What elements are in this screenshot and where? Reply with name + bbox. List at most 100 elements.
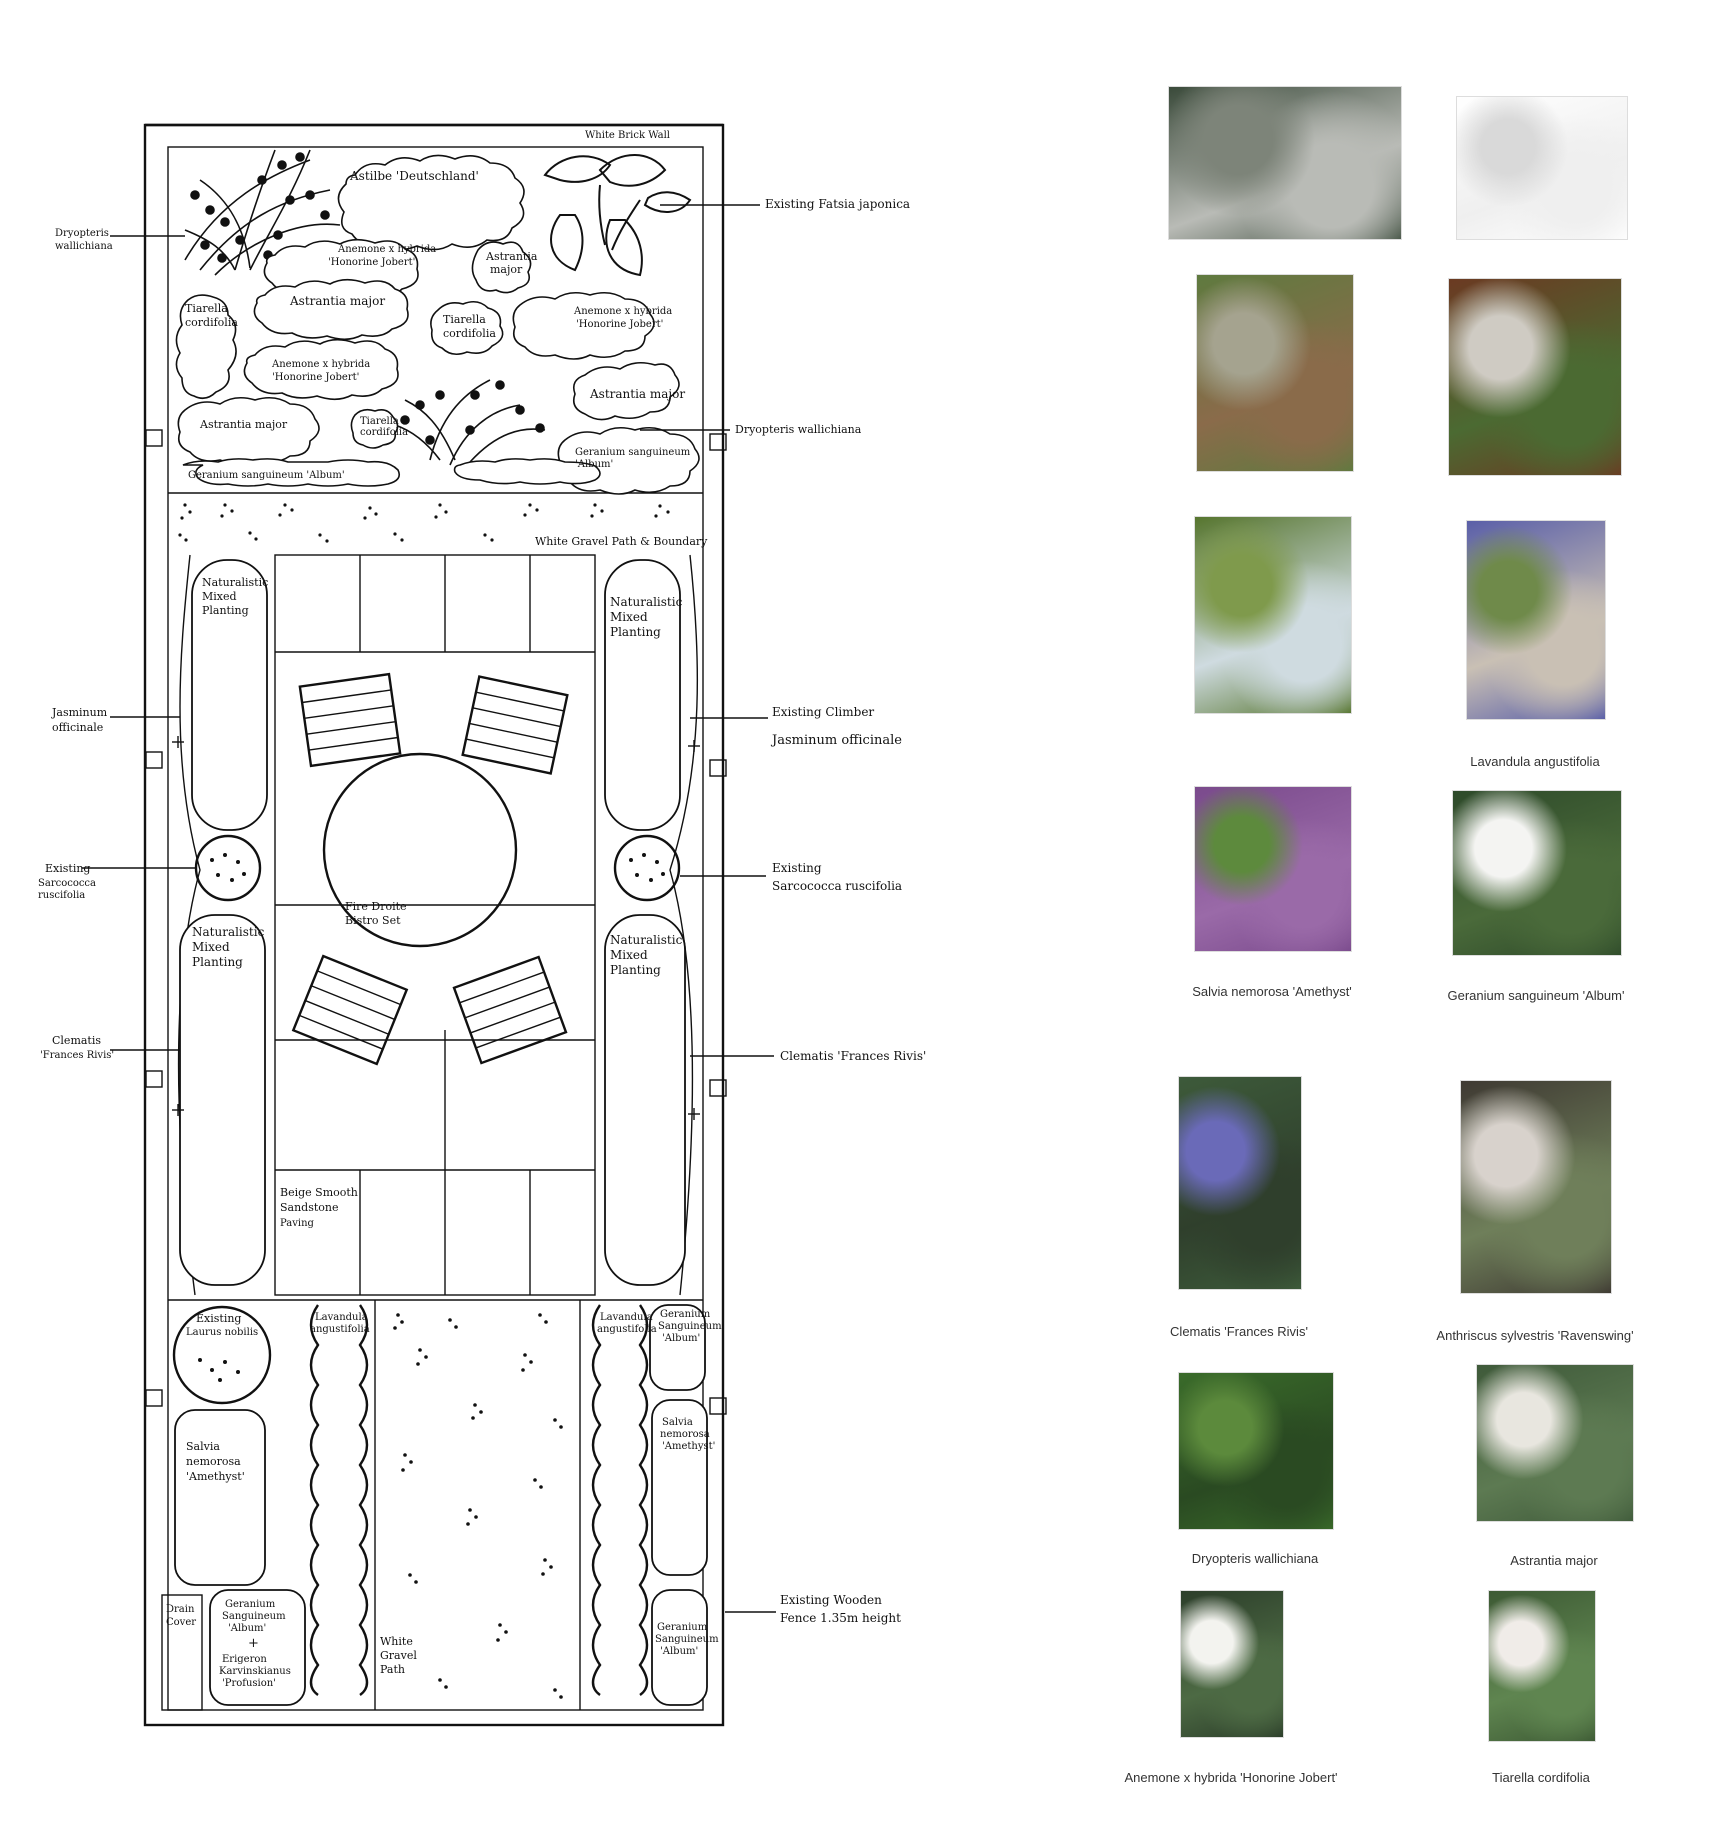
label-salvia-left-3: 'Amethyst' bbox=[186, 1470, 245, 1483]
label-geranium-4a: Geranium bbox=[225, 1599, 276, 1610]
label-naturalistic-4c: Planting bbox=[610, 963, 661, 977]
label-astrantia-1b: major bbox=[490, 263, 523, 276]
label-astrantia-3: Astrantia major bbox=[589, 387, 685, 401]
label-geranium-4b: Sanguineum bbox=[222, 1611, 286, 1622]
label-sarcococca-left-1: Existing bbox=[45, 862, 90, 875]
photo-clematis bbox=[1178, 1076, 1302, 1290]
top-planting-clouds bbox=[175, 154, 700, 495]
label-salvia-left-1: Salvia bbox=[186, 1440, 220, 1453]
label-naturalistic-2b: Mixed bbox=[610, 610, 648, 624]
label-white-gravel-path-1: White bbox=[380, 1635, 413, 1648]
caption-anemone: Anemone x hybrida 'Honorine Jobert' bbox=[1124, 1770, 1338, 1785]
label-white-gravel-path-2: Gravel bbox=[380, 1649, 417, 1662]
label-jasminum-left-2: officinale bbox=[52, 721, 103, 734]
label-naturalistic-1c: Planting bbox=[202, 604, 249, 617]
label-sarcococca-left-3: ruscifolia bbox=[38, 890, 85, 901]
label-geranium-1a: Geranium sanguineum bbox=[575, 447, 691, 458]
label-dryopteris-right: Dryopteris wallichiana bbox=[735, 423, 862, 436]
photo-lavandula bbox=[1466, 520, 1606, 720]
garden-plan-drawing: White Brick Wall Astilbe 'Deutschland' E… bbox=[38, 123, 926, 1727]
label-existing-climber-2: Jasminum officinale bbox=[770, 733, 902, 748]
label-tiarella-2b: cordifolia bbox=[443, 327, 496, 340]
label-existing-fence-1: Existing Wooden bbox=[780, 1593, 882, 1607]
label-geranium-5c: 'Album' bbox=[660, 1646, 698, 1657]
label-geranium-3a: Geranium bbox=[660, 1309, 711, 1320]
label-tiarella-1b: cordifolia bbox=[185, 316, 238, 329]
naturalistic-beds bbox=[179, 559, 686, 1286]
label-tiarella-2a: Tiarella bbox=[443, 313, 486, 326]
label-sarcococca-right-2: Sarcococca ruscifolia bbox=[772, 879, 902, 893]
photo-anemone bbox=[1180, 1590, 1284, 1738]
label-clematis-left-1: Clematis bbox=[52, 1034, 101, 1047]
photo-salvia bbox=[1194, 786, 1352, 952]
label-geranium-3b: Sanguineum bbox=[658, 1321, 722, 1332]
label-laurus-2: Laurus nobilis bbox=[186, 1327, 258, 1338]
label-astrantia-1a: Astrantia bbox=[485, 250, 538, 263]
label-existing-climber-1: Existing Climber bbox=[772, 705, 874, 719]
plan-labels: White Brick Wall Astilbe 'Deutschland' E… bbox=[38, 130, 926, 1689]
label-paving-2: Sandstone bbox=[280, 1201, 339, 1214]
label-astrantia-2: Astrantia major bbox=[289, 294, 385, 308]
garden-boundary bbox=[143, 123, 727, 1727]
caption-dryopteris: Dryopteris wallichiana bbox=[1191, 1551, 1319, 1566]
label-naturalistic-2a: Naturalistic bbox=[610, 595, 683, 609]
label-tiarella-3b: cordifolia bbox=[360, 427, 408, 438]
photo-tiarella bbox=[1488, 1590, 1596, 1742]
photo-gravel-seating bbox=[1448, 278, 1622, 476]
label-bistro-2: Bistro Set bbox=[345, 914, 401, 927]
sandstone-paving-grid bbox=[274, 554, 596, 1296]
label-naturalistic-1b: Mixed bbox=[202, 590, 237, 603]
label-salvia-right-1: Salvia bbox=[662, 1417, 693, 1428]
label-tiarella-1a: Tiarella bbox=[185, 302, 228, 315]
label-naturalistic-2c: Planting bbox=[610, 625, 661, 639]
photo-astrantia bbox=[1476, 1364, 1634, 1522]
photo-patio bbox=[1168, 86, 1402, 240]
label-naturalistic-1a: Naturalistic bbox=[202, 576, 268, 589]
label-erigeron-3: 'Profusion' bbox=[222, 1678, 276, 1689]
label-erigeron-1: Erigeron bbox=[222, 1654, 267, 1665]
climber-plus-marks bbox=[172, 736, 700, 1120]
label-clematis-right: Clematis 'Frances Rivis' bbox=[780, 1049, 926, 1063]
label-paving-3: Paving bbox=[280, 1218, 315, 1229]
label-astilbe: Astilbe 'Deutschland' bbox=[349, 169, 479, 183]
label-sarcococca-right-1: Existing bbox=[772, 861, 822, 875]
caption-lavandula: Lavandula angustifolia bbox=[1470, 754, 1600, 769]
photo-gravel bbox=[1456, 96, 1628, 240]
label-salvia-right-2: nemorosa bbox=[660, 1429, 710, 1440]
label-white-gravel-path-3: Path bbox=[380, 1663, 405, 1676]
photo-dryopteris bbox=[1178, 1372, 1334, 1530]
fatsia-japonica-shrub bbox=[543, 154, 692, 277]
label-geranium-5a: Geranium bbox=[657, 1622, 708, 1633]
label-drain-cover-2: Cover bbox=[166, 1617, 196, 1628]
photo-anthriscus bbox=[1460, 1080, 1612, 1294]
label-gravel-path-boundary: White Gravel Path & Boundary bbox=[535, 535, 708, 548]
label-existing-fence-2: Fence 1.35m height bbox=[780, 1611, 901, 1625]
label-anemone-1a: Anemone x hybrida bbox=[337, 244, 436, 255]
label-lavandula-right-2: angustifolia bbox=[597, 1324, 657, 1335]
caption-tiarella: Tiarella cordifolia bbox=[1492, 1770, 1590, 1785]
photo-deckchair bbox=[1194, 516, 1352, 714]
label-geranium-3c: 'Album' bbox=[662, 1333, 700, 1344]
label-clematis-left-2: 'Frances Rivis' bbox=[40, 1050, 114, 1061]
label-naturalistic-3a: Naturalistic bbox=[192, 925, 265, 939]
callout-leader-lines bbox=[82, 204, 776, 1613]
label-erigeron-2: Karvinskianus bbox=[219, 1666, 291, 1677]
label-naturalistic-4a: Naturalistic bbox=[610, 933, 683, 947]
label-drain-cover-1: Drain bbox=[166, 1604, 195, 1615]
label-laurus-1: Existing bbox=[196, 1312, 241, 1325]
label-white-brick-wall: White Brick Wall bbox=[585, 130, 670, 141]
label-lavandula-left-1: Lavandula bbox=[315, 1312, 368, 1323]
label-astrantia-4: Astrantia major bbox=[199, 418, 288, 431]
label-geranium-1b: 'Album' bbox=[575, 459, 613, 470]
bistro-set bbox=[291, 672, 569, 1066]
label-bistro-1: Fire Droite bbox=[345, 900, 407, 913]
label-sarcococca-left-2: Sarcococca bbox=[38, 878, 96, 889]
label-salvia-left-2: nemorosa bbox=[186, 1455, 241, 1468]
caption-astrantia: Astrantia major bbox=[1510, 1553, 1598, 1568]
label-anemone-3b: 'Honorine Jobert' bbox=[272, 372, 359, 383]
photo-geranium bbox=[1452, 790, 1622, 956]
sarcococca-shrubs bbox=[194, 834, 681, 902]
caption-geranium: Geranium sanguineum 'Album' bbox=[1447, 988, 1625, 1003]
label-anemone-2a: Anemone x hybrida bbox=[573, 306, 672, 317]
label-geranium-4c: 'Album' bbox=[228, 1623, 266, 1634]
